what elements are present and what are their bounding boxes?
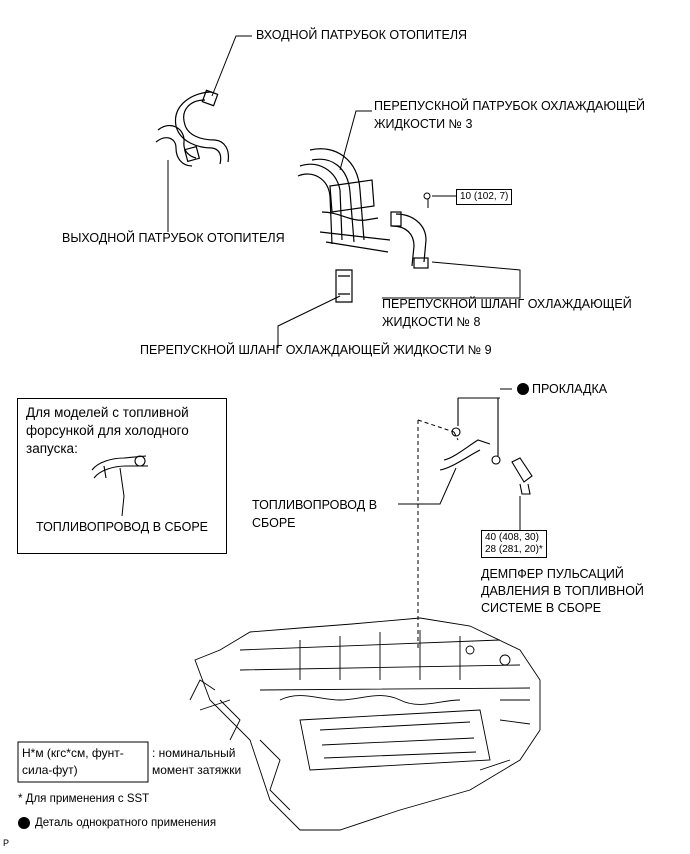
heater-inlet-pipe	[174, 89, 230, 165]
sst-note: * Для применения с SST	[18, 793, 150, 805]
cold-start-inset	[17, 398, 227, 554]
label-heater-outlet: ВЫХОДНОЙ ПАТРУБОК ОТОПИТЕЛЯ	[62, 231, 285, 245]
corner-mark: P	[3, 838, 10, 848]
inset-text-line1: Для моделей с топливной	[26, 405, 189, 420]
leader-fuel-pipe	[398, 467, 457, 505]
leader-heater-inlet	[211, 35, 252, 97]
gasket-dot-icon	[517, 383, 529, 395]
bypass-pipe-3	[297, 148, 391, 303]
inset-text-line3: запуска:	[26, 441, 78, 456]
unit-line1: Н*м (кгс*см, фунт-	[22, 746, 124, 760]
leader-bypass-hose-8	[382, 261, 521, 299]
label-heater-inlet: ВХОДНОЙ ПАТРУБОК ОТОПИТЕЛЯ	[256, 28, 468, 42]
leader-bypass-hose-9	[277, 295, 341, 348]
unit-box	[17, 741, 149, 783]
label-bypass-hose-9: ПЕРЕПУСКНОЙ ШЛАНГ ОХЛАЖДАЮЩЕЙ ЖИДКОСТИ №…	[140, 343, 492, 357]
label-bypass-hose-8-line1: ПЕРЕПУСКНОЙ ШЛАНГ ОХЛАЖДАЮЩЕЙ	[382, 297, 632, 311]
torque-28: 28 (281, 20)*	[485, 544, 543, 555]
one-time-dot-icon	[18, 817, 30, 829]
engine-block	[189, 617, 541, 831]
inset-caption: ТОПЛИВОПРОВОД В СБОРЕ	[36, 520, 208, 534]
torque-box-40: 40 (408, 30) 28 (281, 20)*	[481, 530, 547, 558]
heater-outlet-pipe	[155, 125, 201, 167]
label-fuel-pipe-line2: СБОРЕ	[252, 516, 296, 530]
unit-line2: сила-фут)	[22, 763, 78, 777]
bolt-icon	[423, 192, 431, 208]
leader-inset	[119, 467, 125, 517]
leader-bypass-pipe-3	[339, 110, 372, 171]
unit-desc-line1: : номинальный	[152, 746, 236, 760]
fuel-damper-group	[439, 397, 533, 495]
unit-desc-line2: момент затяжки	[152, 763, 242, 777]
torque-40: 40 (408, 30)	[485, 532, 539, 543]
label-bypass-pipe-3-line1: ПЕРЕПУСКНОЙ ПАТРУБОК ОХЛАЖДАЮЩЕЙ	[374, 99, 646, 113]
bypass-hose-8	[390, 211, 429, 269]
label-damper-line3: СИСТЕМЕ В СБОРЕ	[481, 601, 602, 615]
inset-fuel-pipe	[91, 455, 148, 479]
inset-text-line2: форсункой для холодного	[26, 423, 189, 438]
label-gasket: ПРОКЛАДКА	[532, 382, 608, 396]
label-bypass-hose-8-line2: ЖИДКОСТИ № 8	[382, 315, 481, 329]
one-time-note: Деталь однократного применения	[35, 817, 217, 829]
label-bypass-pipe-3-line2: ЖИДКОСТИ № 3	[374, 117, 473, 131]
label-fuel-pipe-line1: ТОПЛИВОПРОВОД В	[252, 498, 378, 512]
dashed-line	[417, 419, 459, 650]
label-damper-line1: ДЕМПФЕР ПУЛЬСАЦИЙ	[481, 567, 624, 581]
torque-box-10: 10 (102, 7)	[456, 189, 513, 205]
label-damper-line2: ДАВЛЕНИЯ В ТОПЛИВНОЙ	[481, 584, 644, 598]
